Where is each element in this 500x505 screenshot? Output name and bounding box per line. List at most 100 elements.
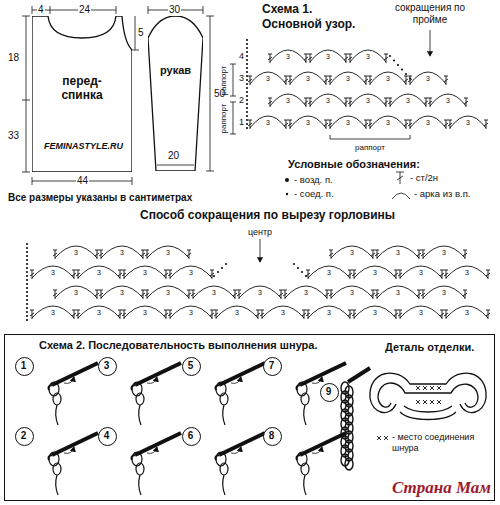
chain-arch bbox=[250, 116, 286, 128]
yarn-thread bbox=[139, 405, 141, 425]
chain-dot bbox=[246, 127, 248, 129]
chain-dot bbox=[26, 307, 28, 309]
chain-dot bbox=[26, 299, 28, 301]
chain-dot bbox=[26, 291, 28, 293]
yarn-thread bbox=[223, 475, 225, 495]
yarn-loop bbox=[136, 393, 144, 405]
stitch-count: 3 bbox=[265, 119, 271, 127]
dimension-label: 44 bbox=[76, 175, 89, 187]
chain-dot bbox=[401, 68, 403, 70]
chain-arch bbox=[308, 266, 350, 278]
chain-dot bbox=[246, 51, 248, 53]
double-crochet-stitch bbox=[233, 290, 237, 299]
yarn-thread bbox=[304, 475, 306, 495]
double-crochet-stitch bbox=[324, 76, 328, 85]
chain-dot bbox=[246, 55, 248, 57]
chain-arch bbox=[446, 266, 488, 278]
crochet-hook bbox=[300, 433, 346, 455]
motion-arrow bbox=[64, 377, 74, 383]
double-crochet-stitch bbox=[329, 250, 333, 259]
stitch-count: 3 bbox=[441, 289, 447, 297]
double-crochet-stitch bbox=[388, 98, 392, 107]
chain-arch bbox=[350, 50, 386, 62]
step-number: 6 bbox=[188, 430, 194, 442]
chain-dot bbox=[246, 95, 248, 97]
double-crochet-stitch bbox=[304, 54, 308, 63]
stitch-count: 3 bbox=[345, 119, 351, 127]
double-crochet-stitch bbox=[76, 310, 80, 319]
chain-dot bbox=[26, 243, 28, 245]
double-crochet-stitch bbox=[398, 310, 402, 319]
double-crochet-stitch bbox=[348, 98, 352, 107]
double-crochet-stitch bbox=[284, 76, 288, 85]
chain-dot bbox=[246, 99, 248, 101]
double-crochet-stitch bbox=[440, 310, 444, 319]
yarn-loop bbox=[49, 382, 59, 396]
double-crochet-stitch bbox=[268, 98, 272, 107]
double-crochet-stitch bbox=[308, 54, 312, 63]
stitch-count: 3 bbox=[372, 309, 378, 317]
row-number: 2 bbox=[239, 94, 244, 106]
double-crochet-stitch bbox=[210, 270, 214, 279]
stitch-count: 3 bbox=[365, 97, 371, 105]
chain-dot bbox=[297, 267, 299, 269]
double-crochet-stitch bbox=[368, 120, 372, 129]
double-crochet-stitch bbox=[364, 76, 368, 85]
chain-dot bbox=[246, 87, 248, 89]
sleeve-piece: рукав bbox=[148, 16, 203, 171]
chain-dots bbox=[26, 39, 411, 321]
step-number-circle: 2 bbox=[15, 427, 34, 446]
double-crochet-stitch bbox=[428, 98, 432, 107]
legend-text: - соед. п. bbox=[294, 188, 334, 200]
stitch-count: 3 bbox=[50, 309, 56, 317]
double-crochet-stitch bbox=[248, 120, 252, 129]
chain-arch bbox=[308, 306, 350, 318]
stitch-count: 3 bbox=[372, 269, 378, 277]
chain-arch bbox=[370, 116, 406, 128]
motion-arrow bbox=[312, 447, 322, 453]
double-crochet-stitch bbox=[141, 290, 145, 299]
double-crochet-stitch bbox=[99, 290, 103, 299]
double-crochet-stitch bbox=[348, 310, 352, 319]
center-mark: центр bbox=[248, 226, 272, 238]
double-crochet-stitch bbox=[268, 54, 272, 63]
yarn-thread bbox=[223, 405, 225, 425]
chain-dot bbox=[26, 259, 28, 261]
stitch-count: 3 bbox=[425, 119, 431, 127]
chain-arch bbox=[310, 94, 346, 106]
chain-arch bbox=[370, 72, 406, 84]
row-number: 4 bbox=[239, 50, 244, 62]
double-crochet-stitch bbox=[53, 290, 57, 299]
chain-dot bbox=[293, 263, 295, 265]
chain-dot bbox=[213, 275, 215, 277]
chain-arch bbox=[78, 266, 120, 278]
stitch-count: 3 bbox=[165, 249, 171, 257]
crochet-hook bbox=[219, 433, 265, 455]
legend-text: - возд. п. bbox=[294, 174, 333, 186]
stitch-count: 3 bbox=[142, 309, 148, 317]
double-crochet-stitch bbox=[30, 310, 34, 319]
double-crochet-stitch bbox=[72, 270, 76, 279]
motion-arrow bbox=[231, 377, 241, 383]
chain-dot bbox=[26, 287, 28, 289]
chain-dot bbox=[221, 267, 223, 269]
double-crochet-stitch bbox=[421, 290, 425, 299]
chain-arch bbox=[410, 72, 446, 84]
yarn-thread bbox=[304, 405, 306, 425]
stitch-count: 3 bbox=[385, 75, 391, 83]
stitch-chart bbox=[30, 50, 490, 319]
chain-dot bbox=[26, 279, 28, 281]
stitch-count: 3 bbox=[464, 269, 470, 277]
chain-arch bbox=[350, 94, 386, 106]
double-crochet-stitch bbox=[448, 120, 452, 129]
chain-arch bbox=[55, 246, 97, 258]
double-crochet-stitch bbox=[145, 250, 149, 259]
stitch-count: 3 bbox=[345, 75, 351, 83]
double-crochet-stitch bbox=[214, 310, 218, 319]
dimension-label: 4 bbox=[37, 4, 45, 16]
double-crochet-stitch bbox=[444, 76, 448, 85]
step-number-circle: 3 bbox=[98, 357, 117, 376]
step-number-circle: 4 bbox=[98, 427, 117, 446]
chain-dot bbox=[26, 267, 28, 269]
double-crochet-stitch bbox=[384, 98, 388, 107]
